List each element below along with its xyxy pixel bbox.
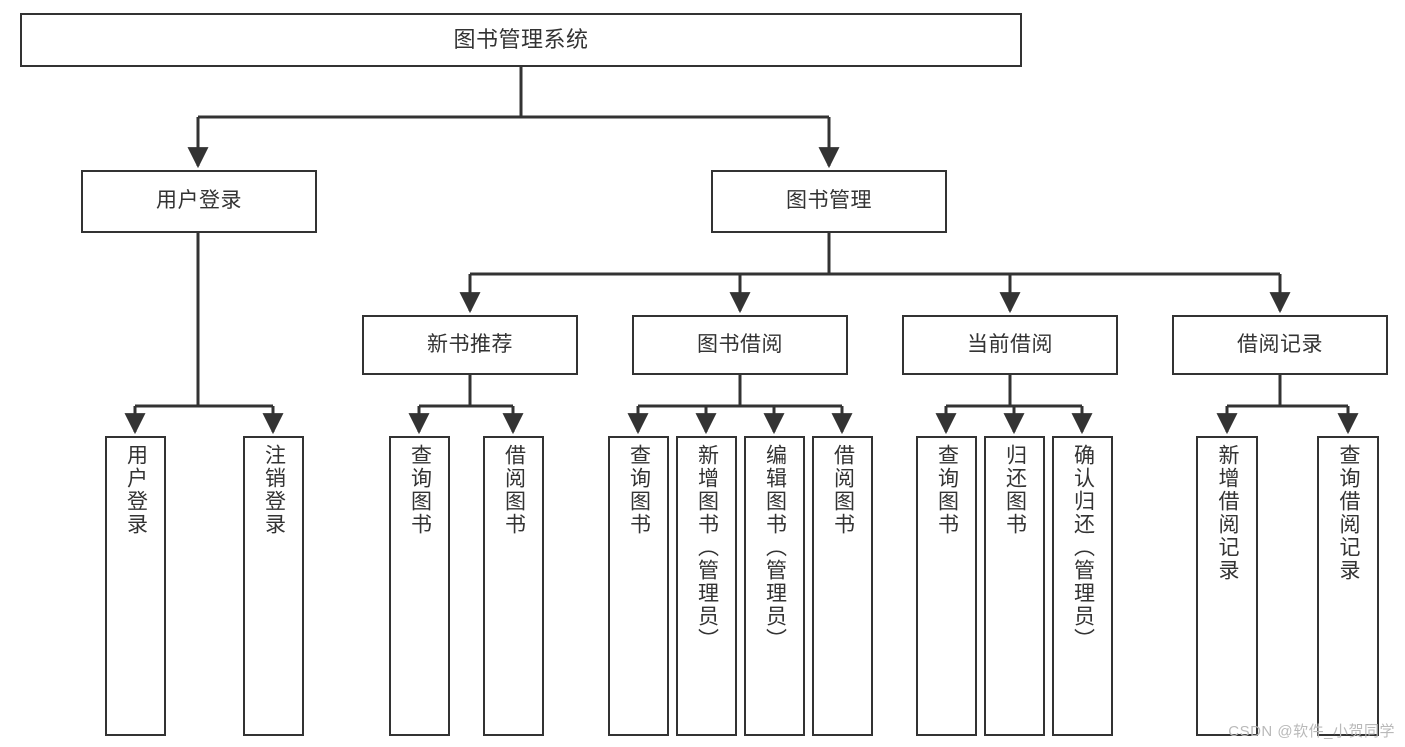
node-leaf-cur-return-label: 归还图书 (1003, 444, 1027, 536)
node-leaf-borrow-lend[interactable]: 借阅图书 (812, 436, 873, 736)
node-leaf-cur-confirm[interactable]: 确认归还（管理员） (1052, 436, 1113, 736)
node-leaf-borrow-query[interactable]: 查询图书 (608, 436, 669, 736)
node-leaf-cur-query[interactable]: 查询图书 (916, 436, 977, 736)
node-user-login-label: 用户登录 (156, 189, 242, 213)
node-current-borrow-label: 当前借阅 (967, 332, 1053, 356)
node-leaf-borrow-edit[interactable]: 编辑图书（管理员） (744, 436, 805, 736)
node-leaf-rec-add[interactable]: 新增借阅记录 (1196, 436, 1258, 736)
node-leaf-cur-confirm-label: 确认归还（管理员） (1071, 444, 1095, 651)
node-leaf-rec-search[interactable]: 查询借阅记录 (1317, 436, 1379, 736)
node-leaf-rec-borrow[interactable]: 借阅图书 (483, 436, 544, 736)
node-leaf-user-login-label: 用户登录 (124, 444, 148, 536)
node-leaf-user-logout[interactable]: 注销登录 (243, 436, 304, 736)
node-leaf-user-login[interactable]: 用户登录 (105, 436, 166, 736)
node-borrow-record-label: 借阅记录 (1237, 332, 1323, 356)
node-book-manage[interactable]: 图书管理 (711, 170, 947, 233)
node-leaf-rec-query[interactable]: 查询图书 (389, 436, 450, 736)
node-leaf-borrow-query-label: 查询图书 (627, 444, 651, 536)
node-leaf-cur-return[interactable]: 归还图书 (984, 436, 1045, 736)
node-leaf-user-logout-label: 注销登录 (262, 444, 286, 536)
node-leaf-borrow-edit-label: 编辑图书（管理员） (763, 444, 787, 651)
node-book-borrow-label: 图书借阅 (697, 332, 783, 356)
node-user-login[interactable]: 用户登录 (81, 170, 317, 233)
node-leaf-borrow-lend-label: 借阅图书 (831, 444, 855, 536)
node-leaf-rec-search-label: 查询借阅记录 (1337, 444, 1361, 582)
node-book-manage-label: 图书管理 (786, 189, 872, 213)
csdn-watermark: CSDN @软件_小贺同学 (1228, 723, 1395, 740)
node-leaf-cur-query-label: 查询图书 (935, 444, 959, 536)
node-root[interactable]: 图书管理系统 (20, 13, 1022, 67)
node-book-borrow[interactable]: 图书借阅 (632, 315, 848, 375)
node-new-book-rec-label: 新书推荐 (427, 332, 513, 356)
node-root-label: 图书管理系统 (453, 27, 589, 53)
node-borrow-record[interactable]: 借阅记录 (1172, 315, 1388, 375)
node-leaf-rec-query-label: 查询图书 (408, 444, 432, 536)
node-leaf-rec-borrow-label: 借阅图书 (502, 444, 526, 536)
node-leaf-borrow-add-label: 新增图书（管理员） (695, 444, 719, 651)
node-current-borrow[interactable]: 当前借阅 (902, 315, 1118, 375)
node-leaf-borrow-add[interactable]: 新增图书（管理员） (676, 436, 737, 736)
node-new-book-rec[interactable]: 新书推荐 (362, 315, 578, 375)
node-leaf-rec-add-label: 新增借阅记录 (1216, 444, 1240, 582)
